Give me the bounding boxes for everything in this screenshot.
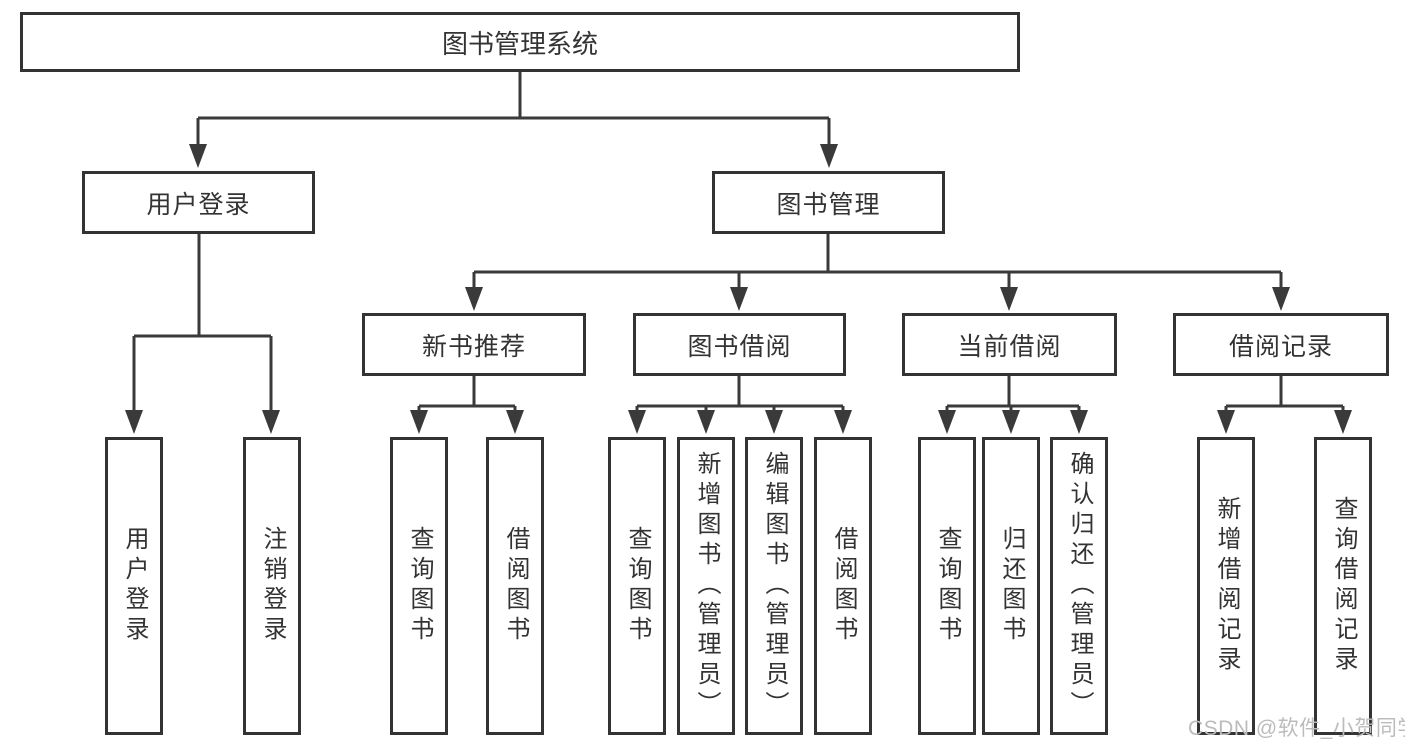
node-new-book-recommend: 新书推荐 [362,313,586,376]
node-current-borrowing: 当前借阅 [902,313,1117,376]
leaf-label: 用户登录 [121,526,148,646]
node-book-borrowing: 图书借阅 [633,313,846,376]
node-leaf-logout: 注销登录 [243,437,301,735]
leaf-label: 归还图书 [998,526,1025,646]
node-root-system: 图书管理系统 [20,12,1020,72]
csdn-watermark: CSDN @软件_小贺同学 [1188,717,1405,740]
node-user-login: 用户登录 [82,171,315,234]
node-leaf-query-books-current: 查询图书 [918,437,976,735]
node-leaf-confirm-return-admin: 确认归还（管理员） [1050,437,1108,735]
leaf-label: 查询图书 [934,526,961,646]
leaf-label: 编辑图书（管理员） [761,451,788,721]
node-leaf-add-borrow-record: 新增借阅记录 [1197,437,1255,735]
node-borrowing-records: 借阅记录 [1173,313,1389,376]
node-borrowing-records-label: 借阅记录 [1228,332,1333,361]
node-leaf-return-books: 归还图书 [982,437,1040,735]
leaf-label: 查询借阅记录 [1330,496,1357,676]
node-leaf-borrow-books: 借阅图书 [814,437,872,735]
node-leaf-add-books-admin: 新增图书（管理员） [677,437,735,735]
node-leaf-query-books-recommend: 查询图书 [390,437,448,735]
node-leaf-borrow-books-recommend: 借阅图书 [486,437,544,735]
node-leaf-user-login: 用户登录 [105,437,163,735]
node-user-login-label: 用户登录 [146,190,251,219]
leaf-label: 新增图书（管理员） [693,451,720,721]
leaf-label: 借阅图书 [502,526,529,646]
leaf-label: 借阅图书 [830,526,857,646]
node-leaf-edit-books-admin: 编辑图书（管理员） [745,437,803,735]
leaf-label: 新增借阅记录 [1213,496,1240,676]
leaf-label: 确认归还（管理员） [1066,451,1093,721]
node-leaf-query-books-borrowing: 查询图书 [608,437,666,735]
node-book-management: 图书管理 [712,171,945,234]
node-book-borrowing-label: 图书借阅 [687,332,792,361]
node-leaf-query-borrow-record: 查询借阅记录 [1314,437,1372,735]
node-root-label: 图书管理系统 [441,28,598,59]
leaf-label: 查询图书 [624,526,651,646]
node-current-borrowing-label: 当前借阅 [957,332,1062,361]
node-book-management-label: 图书管理 [776,190,881,219]
node-new-book-recommend-label: 新书推荐 [421,332,526,361]
leaf-label: 注销登录 [259,526,286,646]
leaf-label: 查询图书 [406,526,433,646]
